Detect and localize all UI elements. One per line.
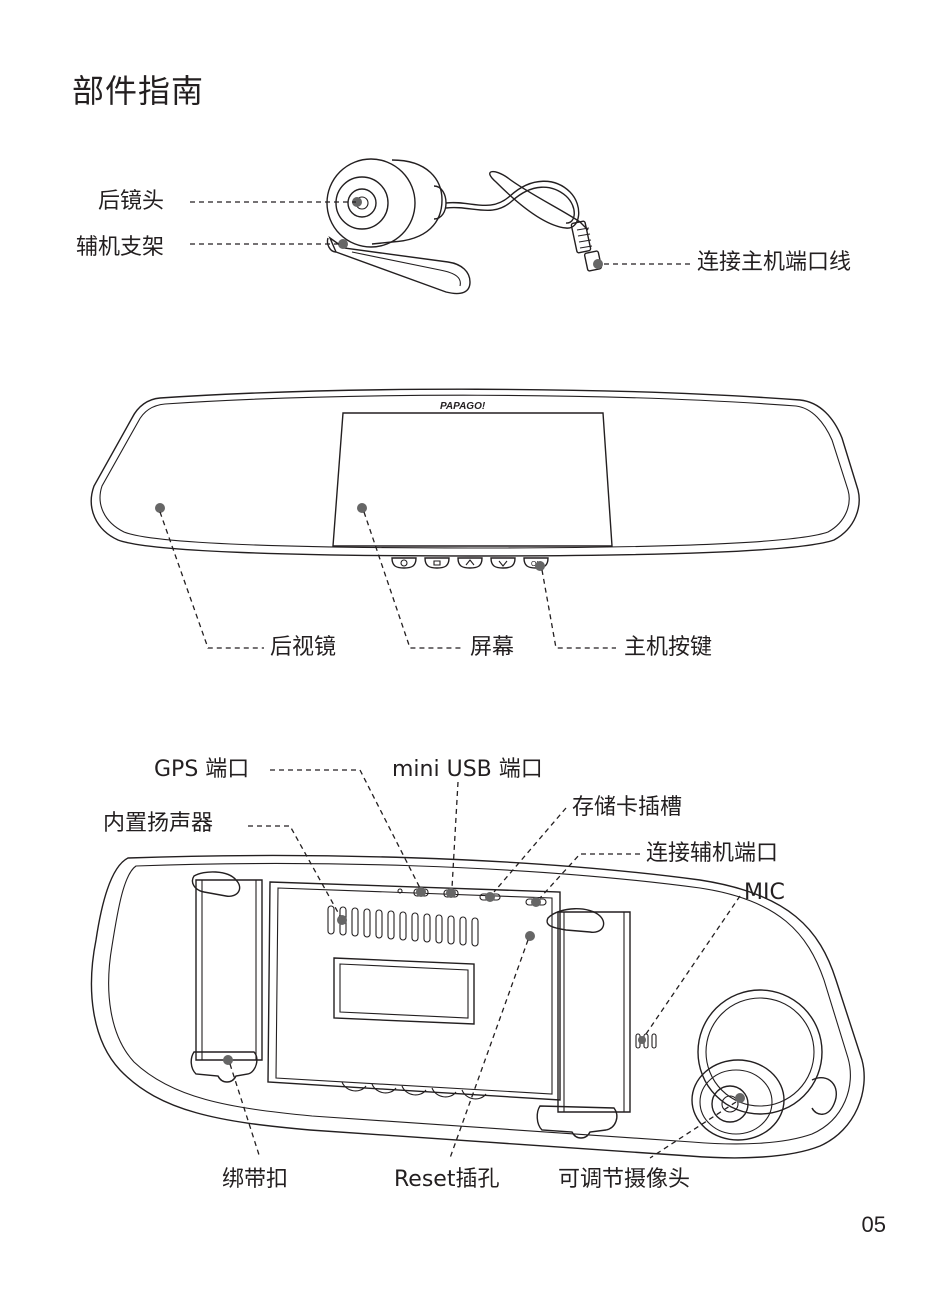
page-number: 05	[861, 1212, 886, 1237]
mirror-front-illustration: PAPAGO! OK	[90, 388, 860, 649]
host-port-cable-label: 连接主机端口线	[697, 250, 852, 275]
page-title: 部件指南	[72, 72, 205, 110]
rear-camera-illustration	[190, 158, 694, 295]
up-arrow-icon[interactable]	[465, 559, 475, 566]
adjustable-camera-label: 可调节摄像头	[558, 1167, 691, 1192]
strap-buckle-label: 绑带扣	[222, 1167, 289, 1192]
mirror-back-illustration	[90, 769, 865, 1159]
aux-camera-port-label: 连接辅机端口	[646, 841, 779, 866]
adjustable-camera	[691, 989, 837, 1141]
auxiliary-bracket-label: 辅机支架	[76, 235, 165, 260]
mini-usb-port-label: mini USB 端口	[392, 757, 543, 782]
built-in-speaker-label: 内置扬声器	[103, 811, 214, 836]
gps-port-label: GPS 端口	[154, 757, 250, 782]
screen-label: 屏幕	[470, 635, 515, 660]
host-buttons-label: 主机按键	[624, 635, 713, 660]
reset-hole-label: Reset插孔	[394, 1167, 500, 1192]
lock-icon[interactable]	[433, 560, 441, 566]
sd-card-slot-label: 存储卡插槽	[572, 795, 683, 820]
rear-lens-label: 后镜头	[98, 189, 165, 214]
down-arrow-icon[interactable]	[498, 560, 508, 567]
front-buttons: OK	[391, 557, 549, 569]
rearview-mirror-label: 后视镜	[270, 635, 337, 660]
brand-logo: PAPAGO!	[440, 401, 486, 412]
power-icon[interactable]	[400, 559, 408, 567]
speaker-grille	[327, 905, 479, 947]
